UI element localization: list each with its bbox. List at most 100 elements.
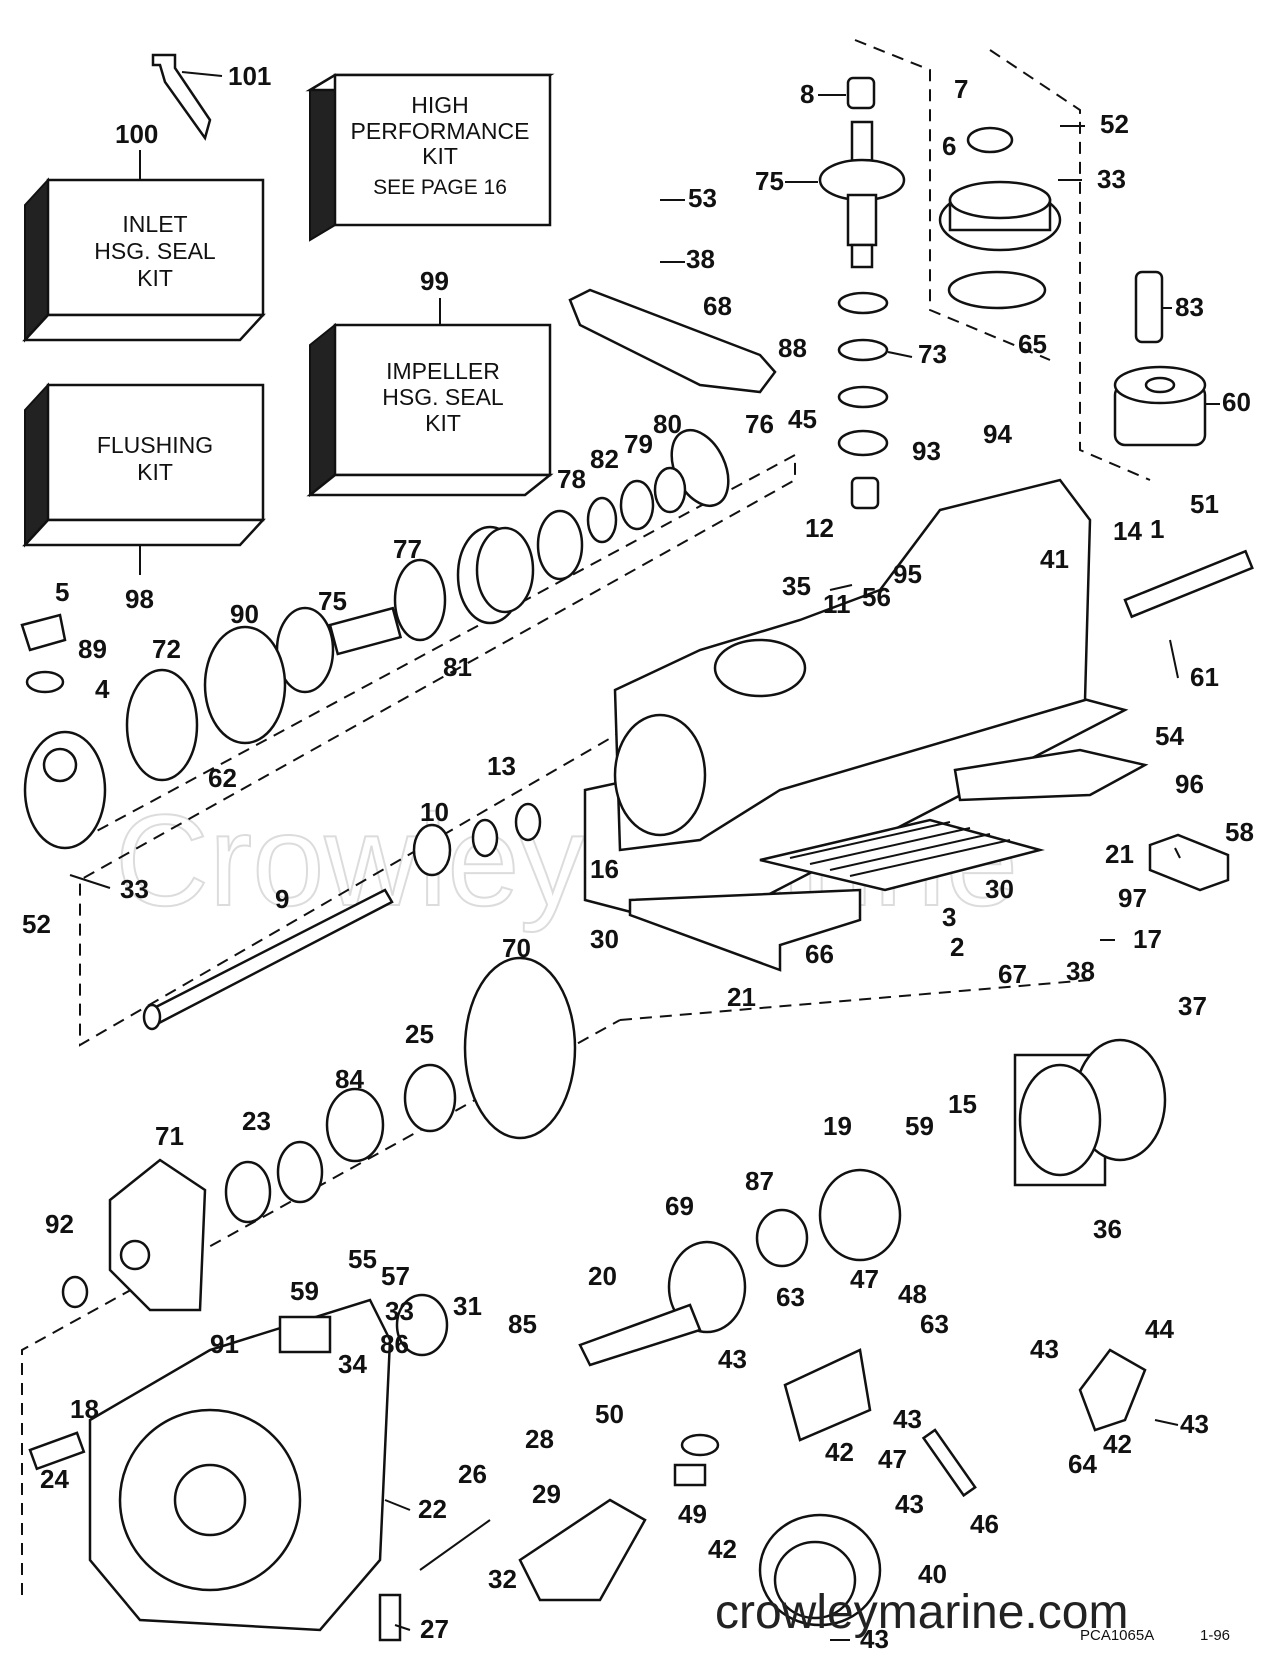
callout-label: 84 xyxy=(335,1064,364,1094)
callout-label: 71 xyxy=(155,1121,184,1151)
callout-label: 52 xyxy=(1100,109,1129,139)
callout-label: 4 xyxy=(95,674,110,704)
callout-label: 63 xyxy=(920,1309,949,1339)
bearing-housing-22 xyxy=(88,1298,392,1632)
sleeve-84 xyxy=(325,1087,385,1163)
callout-label: 72 xyxy=(152,634,181,664)
flushing-kit-box: FLUSHING KIT xyxy=(22,382,266,548)
bolt-27 xyxy=(378,1593,402,1642)
bearing-housing-6 xyxy=(938,180,1062,252)
callout-label: 90 xyxy=(230,599,259,629)
callout-label: 86 xyxy=(380,1329,409,1359)
bearing-10 xyxy=(412,823,452,877)
callout-label: 81 xyxy=(443,652,472,682)
callout-label: 41 xyxy=(1040,544,1069,574)
callout-label: 21 xyxy=(1105,839,1134,869)
o-ring-89 xyxy=(25,670,65,694)
kit-text-line: FLUSHING xyxy=(97,432,213,458)
callout-label: 55 xyxy=(348,1244,377,1274)
callout-label: 52 xyxy=(22,909,51,939)
kit-text-line: KIT xyxy=(425,410,461,436)
kit-text-line: SEE PAGE 16 xyxy=(373,176,507,199)
inlet-seal-kit-box: INLET HSG. SEAL KIT xyxy=(22,177,266,343)
callout-label: 91 xyxy=(210,1329,239,1359)
o-ring-70 xyxy=(463,956,577,1140)
intake-grate-67 xyxy=(759,818,1045,892)
bearing-26 xyxy=(395,1293,449,1357)
bearing-25 xyxy=(403,1063,457,1133)
callout-label: 10 xyxy=(420,797,449,827)
callout-label: 75 xyxy=(318,586,347,616)
callout-label: 42 xyxy=(708,1534,737,1564)
kit-text-line: IMPELLER xyxy=(386,358,500,384)
callout-label: 49 xyxy=(678,1499,707,1529)
callout-label: 8 xyxy=(800,79,814,109)
callout-label: 46 xyxy=(970,1509,999,1539)
callout-label: 17 xyxy=(1133,924,1162,954)
callout-label: 11 xyxy=(823,589,851,619)
cover-4 xyxy=(23,730,107,850)
callout-label: 66 xyxy=(805,939,834,969)
callout-label: 99 xyxy=(420,266,449,296)
impeller-seal-kit-box: IMPELLER HSG. SEAL KIT xyxy=(306,322,554,498)
lockwasher-79 xyxy=(619,479,655,531)
callout-label: 20 xyxy=(588,1261,617,1291)
callout-label: 100 xyxy=(115,119,158,149)
callout-label: 98 xyxy=(125,584,154,614)
callout-label: 59 xyxy=(290,1276,319,1306)
seal-7 xyxy=(966,126,1014,154)
bearing-carrier-81 xyxy=(456,525,535,625)
callout-label: 67 xyxy=(998,959,1027,989)
nut-92 xyxy=(61,1275,89,1309)
callout-label: 65 xyxy=(1018,329,1047,359)
callout-label: 12 xyxy=(805,513,834,543)
callout-label: 93 xyxy=(912,436,941,466)
callout-label: 53 xyxy=(688,183,717,213)
callout-label: 38 xyxy=(1066,956,1095,986)
seal-23 xyxy=(224,1160,272,1224)
cone-19 xyxy=(818,1168,902,1262)
kit-text-line: PERFORMANCE xyxy=(351,118,530,144)
kit-text-line: KIT xyxy=(137,459,173,485)
callout-label: 51 xyxy=(1190,489,1219,519)
seal-23 xyxy=(276,1140,324,1204)
shaft-61 xyxy=(1123,549,1254,619)
callout-label: 42 xyxy=(825,1437,854,1467)
plate-16 xyxy=(628,888,862,972)
callout-label: 85 xyxy=(508,1309,537,1339)
callout-label: 47 xyxy=(878,1444,907,1474)
callout-label: 101 xyxy=(228,61,271,91)
kit-text-line: INLET xyxy=(122,211,187,237)
site-url[interactable]: crowleymarine.com xyxy=(715,1586,1128,1639)
callout-label: 7 xyxy=(954,74,968,104)
pin-24 xyxy=(28,1431,86,1471)
bushing-12 xyxy=(850,476,880,510)
callout-label: 70 xyxy=(502,933,531,963)
callout-label: 63 xyxy=(776,1282,805,1312)
bearing-77 xyxy=(393,558,447,642)
disc-87 xyxy=(755,1208,809,1268)
boundary-jet-assembly xyxy=(79,453,796,1047)
bolt-20 xyxy=(578,1303,702,1367)
kit-text-line: KIT xyxy=(422,143,458,169)
drive-shaft-9 xyxy=(142,888,394,1031)
callout-label: 14 xyxy=(1113,516,1142,546)
callout-label: 89 xyxy=(78,634,107,664)
callout-label: 43 xyxy=(860,1624,889,1654)
callout-label: 88 xyxy=(778,333,807,363)
callout-label: 43 xyxy=(718,1344,747,1374)
callout-label: 26 xyxy=(458,1459,487,1489)
callout-label: 29 xyxy=(532,1479,561,1509)
callout-label: 43 xyxy=(1180,1409,1209,1439)
callout-label: 30 xyxy=(590,924,619,954)
callout-label: 92 xyxy=(45,1209,74,1239)
callout-label: 6 xyxy=(942,131,956,161)
kit-text-line: HIGH xyxy=(411,92,469,118)
link-end-50 xyxy=(680,1433,720,1457)
callout-label: 25 xyxy=(405,1019,434,1049)
callout-label: 37 xyxy=(1178,991,1207,1021)
washer-88 xyxy=(837,291,889,315)
callout-label: 62 xyxy=(208,763,237,793)
callout-label: 75 xyxy=(755,166,784,196)
callout-label: 45 xyxy=(788,404,817,434)
